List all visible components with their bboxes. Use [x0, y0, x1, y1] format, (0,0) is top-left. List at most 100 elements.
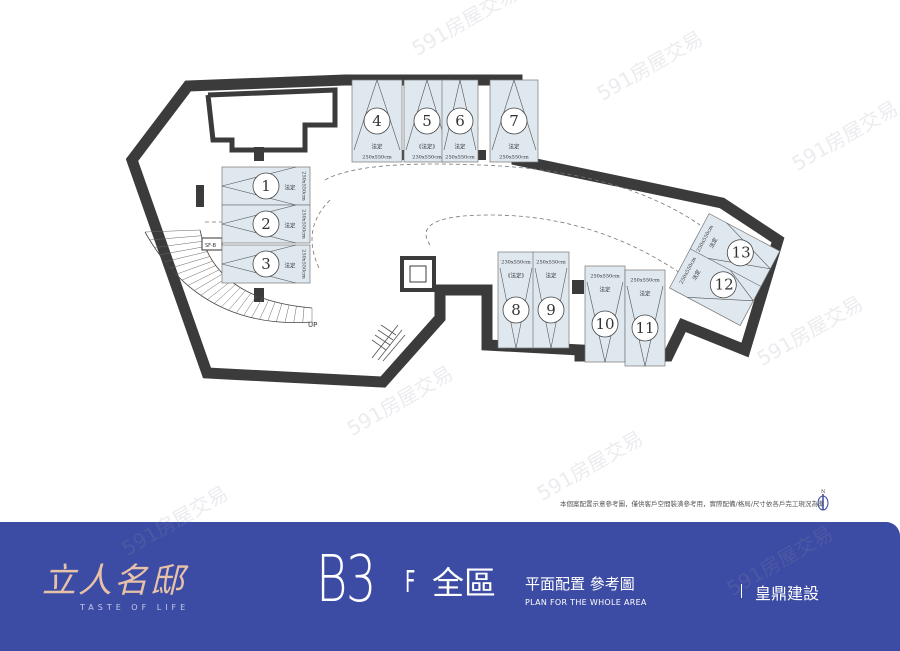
spot-size: 250x550cm — [301, 209, 307, 239]
spot-number-circle — [537, 296, 565, 324]
divider — [741, 584, 742, 598]
spot-number: 12 — [715, 275, 734, 293]
spot-type: 法定 — [545, 272, 557, 280]
spot-number: 9 — [546, 301, 556, 319]
ramp-step — [164, 251, 208, 262]
column — [254, 288, 264, 302]
ramp-step — [284, 304, 290, 323]
spot-number-circle — [446, 107, 474, 135]
spot-outline — [532, 251, 570, 349]
shaft-box — [201, 237, 223, 251]
column — [196, 185, 204, 207]
spot-type: 法定 — [284, 262, 296, 270]
spot-type: 法定 — [599, 286, 611, 294]
spot-size: 250x550cm — [499, 155, 529, 161]
spot-type: 《法定》 — [416, 143, 438, 151]
spot-number: 7 — [509, 112, 519, 130]
up-label: UP — [308, 321, 317, 329]
spot-size: 250x550cm — [630, 278, 660, 284]
spot-size: 250x550cm — [301, 171, 307, 201]
stair — [371, 324, 406, 362]
spot-number-circle — [413, 107, 441, 135]
spot-type: 法定 — [284, 184, 296, 192]
spot-number-circle — [252, 250, 280, 278]
inner-wall — [205, 87, 338, 153]
ramp-step — [259, 300, 269, 320]
column — [572, 280, 584, 294]
spot-number-circle — [726, 239, 754, 267]
spot-number: 5 — [422, 112, 432, 130]
column — [474, 150, 486, 160]
builder-name: 皇鼎建設 — [755, 584, 820, 603]
ramp-step — [276, 303, 283, 322]
column — [254, 147, 264, 161]
brand-logo: 立人名邸 — [42, 561, 186, 601]
spot-number-circle — [591, 310, 619, 338]
parking-spot-9: 9 法定 250x550cm — [532, 251, 570, 349]
ramp-step — [175, 260, 213, 275]
spot-number-circle — [502, 296, 530, 324]
spot-number-circle — [252, 172, 280, 200]
spot-number-circle — [631, 314, 659, 342]
zone-title: 全區 — [432, 564, 497, 602]
spot-size: 250x550cm — [301, 249, 307, 279]
spot-number-circle — [252, 210, 280, 238]
parking-spot-8: 8 《法定》 230x550cm — [497, 251, 535, 349]
brand-tagline: TASTE OF LIFE — [80, 603, 190, 612]
ramp-step — [267, 301, 276, 321]
spot-size: 250x550cm — [445, 155, 475, 161]
spot-number: 4 — [372, 112, 382, 130]
spot-number-circle — [709, 271, 737, 299]
spot-number: 6 — [455, 112, 465, 130]
parking-spot-10: 10 法定 250x550cm — [584, 265, 626, 363]
ramp-step — [181, 265, 216, 281]
ramp-step — [144, 229, 201, 233]
spot-number: 10 — [595, 315, 614, 333]
svg-text:N: N — [821, 489, 826, 495]
ramp-step — [194, 273, 223, 291]
spot-type: 法定 — [639, 290, 651, 298]
ramp-step — [154, 240, 204, 248]
subtitle-cn: 平面配置 參考圖 — [525, 575, 635, 593]
spot-type: 法定 — [284, 222, 296, 230]
spot-size: 230x550cm — [501, 260, 531, 266]
spot-number: 1 — [261, 177, 271, 195]
floor-number: B3 — [316, 543, 376, 617]
spot-number-circle — [500, 107, 528, 135]
spot-number: 2 — [261, 215, 271, 233]
disclaimer: 本個案配置示意參考圖，僅供客戶空間裝潢參考用，實際配備/格局/尺寸依各戶完工現況… — [560, 500, 825, 508]
ramp-step — [251, 297, 263, 318]
spot-size: 250x550cm — [590, 274, 620, 280]
spot-type: 法定 — [371, 143, 383, 151]
ramp-step — [149, 235, 202, 241]
parking-spot-1: 1 法定 250x550cm — [221, 166, 311, 206]
ramp-step — [159, 246, 206, 256]
ramp-steps — [144, 229, 313, 323]
ramp-step — [187, 269, 220, 286]
spot-type: 《法定》 — [505, 272, 527, 280]
title-banner — [0, 522, 900, 651]
north-arrow-icon: N — [817, 489, 829, 511]
ramp-step — [302, 307, 305, 323]
floor-suffix: F — [405, 565, 416, 600]
ramp-step — [170, 256, 210, 269]
subtitle-en: PLAN FOR THE WHOLE AREA — [525, 598, 647, 607]
ramp-step — [235, 293, 251, 314]
spot-number: 8 — [511, 301, 521, 319]
ramp-step — [221, 287, 241, 308]
spot-size: 230x550cm — [412, 155, 442, 161]
shaft-label: SF-B — [205, 243, 217, 249]
ramp-step — [293, 306, 297, 323]
ramp-step — [243, 295, 257, 316]
parking-spot-2: 2 法定 250x550cm — [221, 204, 311, 244]
elevator — [400, 256, 436, 292]
spot-number: 13 — [732, 243, 751, 261]
parking-spot-3: 3 法定 250x550cm — [221, 244, 311, 284]
spot-size: 250x550cm — [536, 260, 566, 266]
ramp-step — [207, 280, 232, 300]
spot-number: 3 — [261, 255, 271, 273]
spot-number: 11 — [635, 319, 654, 337]
